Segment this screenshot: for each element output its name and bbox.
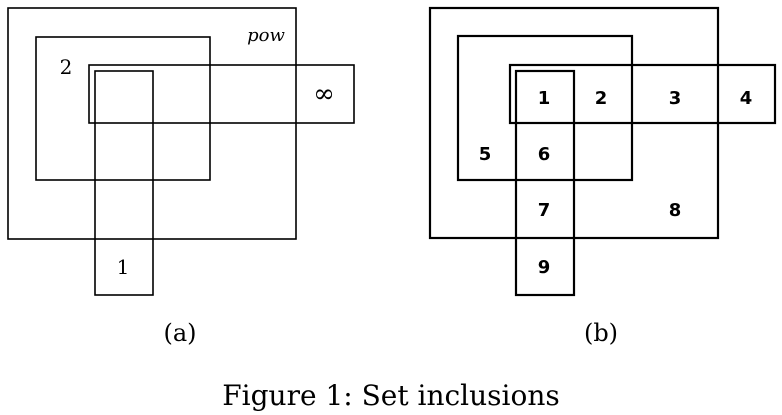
region-label-4: 4: [740, 88, 753, 109]
region-label-7: 7: [538, 200, 551, 221]
region-label-1: 1: [538, 88, 551, 109]
infinity-label: ∞: [313, 79, 335, 109]
region-label-6: 6: [538, 144, 551, 165]
middle-set-box: [456, 34, 634, 182]
region-label-9: 9: [538, 257, 551, 278]
horizontal-set-box: [508, 63, 777, 125]
set-1-box: [94, 70, 154, 296]
diagram-a: pow 2 ∞ 1 (a): [7, 7, 355, 347]
pow-label: pow: [247, 25, 285, 46]
diagram-a-caption: (a): [163, 319, 196, 347]
region-label-8: 8: [669, 200, 682, 221]
set-2-label: 2: [60, 55, 73, 79]
figure-caption: Figure 1: Set inclusions: [222, 379, 560, 412]
diagram-b-caption: (b): [584, 319, 618, 347]
region-label-3: 3: [669, 88, 682, 109]
region-label-2: 2: [595, 88, 608, 109]
infinity-set-box: [88, 64, 355, 124]
region-label-5: 5: [479, 144, 492, 165]
set-2-box: [35, 36, 211, 181]
vertical-set-box: [514, 69, 576, 297]
diagram-b: 1 2 3 4 5 6 7 8 9 (b): [428, 6, 777, 347]
set-1-label: 1: [117, 255, 130, 279]
